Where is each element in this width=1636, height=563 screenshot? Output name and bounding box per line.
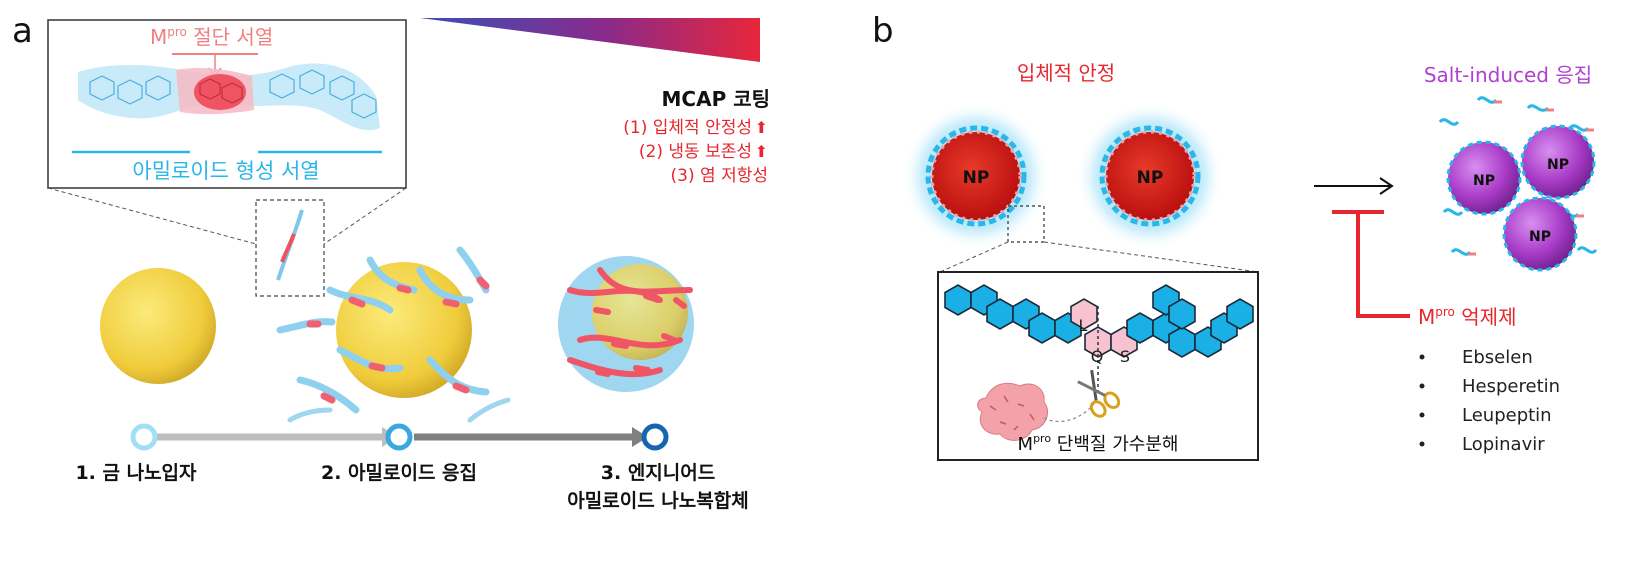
coating-item-2: (2) 냉동 보존성: [639, 142, 752, 162]
residue-q: Q: [1091, 347, 1104, 366]
amyloid-hexagon: [944, 284, 972, 316]
residue-hexagon: [1070, 298, 1098, 330]
step-2-label: 2. 아밀로이드 응집: [321, 462, 477, 484]
step-marker-1: [130, 423, 158, 451]
step-3-label-line-1: 3. 엔지니어드: [601, 462, 715, 484]
np-label: NP: [1137, 168, 1164, 188]
bullet-icon: [1419, 383, 1425, 389]
inhibitor-item-3: Leupeptin: [1462, 405, 1552, 426]
protease-structure: [977, 382, 1048, 441]
reaction-arrowhead: [1379, 177, 1394, 195]
amyloid-sequence-label: 아밀로이드 형성 서열: [132, 159, 319, 183]
cleavage-site-title: Mpro 절단 서열: [150, 25, 273, 49]
zoom-line-right: [323, 187, 407, 245]
residue-l: L: [1079, 316, 1088, 335]
step-marker-2: [385, 423, 413, 451]
step-3-label-line-2: 아밀로이드 나노복합체: [567, 490, 748, 512]
inhibitor-item-1: Ebselen: [1462, 347, 1533, 368]
zoom-line-b-left: [939, 241, 1009, 273]
hexagon-chain: [944, 284, 1254, 358]
coating-item-1: (1) 입체적 안정성: [623, 118, 752, 138]
peptide-molecule-render: [78, 63, 380, 131]
panel-a-label: a: [12, 11, 33, 51]
amyloid-hexagon: [1168, 326, 1196, 358]
bullet-icon: [1419, 412, 1425, 418]
amyloid-hexagon: [1226, 298, 1254, 330]
salt-aggregation-label: Salt-induced 응집: [1424, 63, 1592, 87]
scissors-icon: [1077, 369, 1121, 418]
inhibitor-item-2: Hesperetin: [1462, 376, 1560, 397]
np-label: NP: [1473, 173, 1495, 189]
step-marker-3: [641, 423, 669, 451]
up-arrow-icon: ⬆: [755, 118, 768, 137]
np-label: NP: [1547, 157, 1569, 173]
amyloid-hexagon: [986, 298, 1014, 330]
amyloid-hexagon: [1126, 312, 1154, 344]
stabilized-nanoparticle-1: [902, 102, 1050, 250]
amyloid-hexagon: [1168, 298, 1196, 330]
step-1-label: 1. 금 나노입자: [75, 462, 197, 484]
bullet-icon: [1419, 354, 1425, 360]
coating-item-3: (3) 염 저항성: [671, 166, 768, 186]
zoom-line-b-right: [1043, 241, 1259, 273]
inhibitor-title: Mpro 억제제: [1418, 305, 1516, 329]
bullet-icon: [1419, 441, 1425, 447]
aggregated-nanoparticles: [1438, 96, 1598, 272]
proteolysis-label: Mpro 단백질 가수분해: [1018, 432, 1179, 455]
panel-b-label: b: [872, 11, 894, 51]
stabilized-nanoparticle-2: [1076, 102, 1224, 250]
engineered-nanocomposite-particle: [558, 256, 694, 392]
steric-stabilization-label: 입체적 안정: [1017, 61, 1115, 85]
np-label: NP: [963, 168, 990, 188]
np-label: NP: [1529, 229, 1551, 245]
residue-s: S: [1120, 347, 1130, 366]
zoom-box: [255, 199, 325, 297]
gold-nanoparticle: [100, 268, 216, 384]
zoom-line-left: [47, 187, 257, 245]
zoom-square: [1007, 205, 1045, 243]
inhibitor-item-4: Lopinavir: [1462, 434, 1545, 455]
coating-gradient-wedge: [420, 18, 760, 62]
coating-title: MCAP 코팅: [662, 87, 770, 111]
amyloid-hexagon: [1028, 312, 1056, 344]
peptide-strand-small-red: [280, 233, 296, 263]
inhibition-line: [1356, 212, 1410, 318]
up-arrow-icon: ⬆: [755, 142, 768, 161]
amyloid-aggregate-particle: [276, 246, 511, 423]
progress-arrowhead-2: [632, 427, 648, 447]
